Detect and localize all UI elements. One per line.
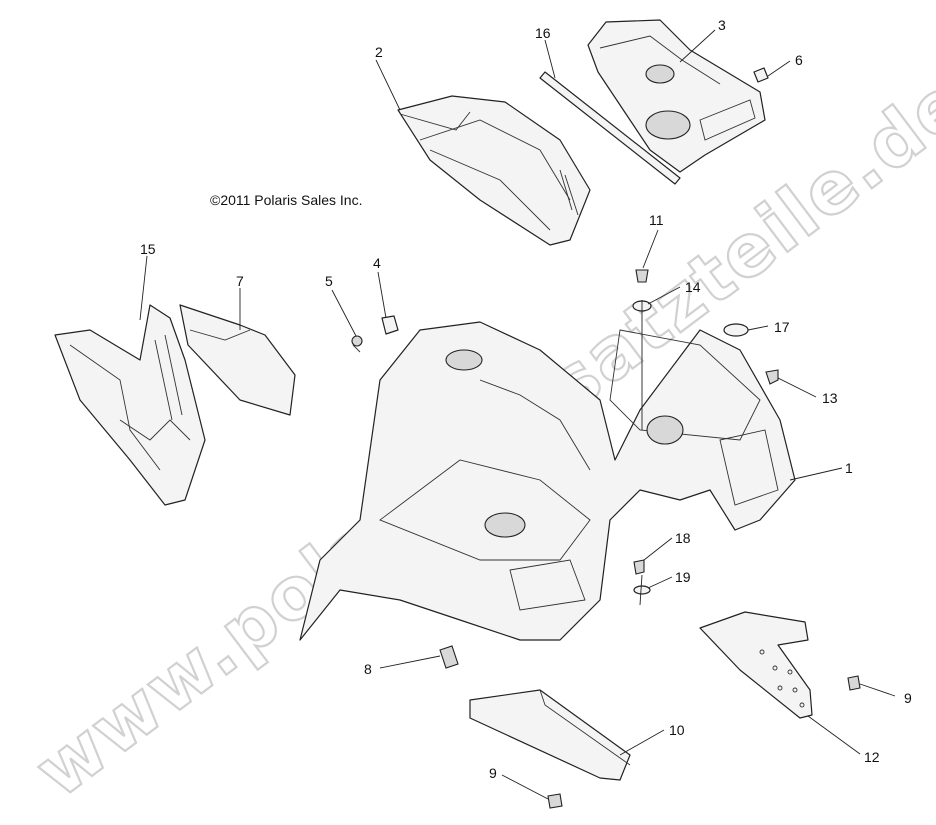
part-6-clip (753, 67, 769, 83)
callout-11: 11 (649, 212, 664, 228)
part-4-clip (381, 315, 399, 335)
callout-3: 3 (718, 17, 726, 33)
part-15-side-panel (54, 304, 206, 506)
callout-15: 15 (140, 241, 156, 257)
callout-17: 17 (774, 319, 790, 335)
callout-14: 14 (685, 279, 701, 295)
part-9-screw-bottom (547, 793, 563, 809)
part-7-insulation-sheet (179, 304, 296, 416)
copyright-text: ©2011 Polaris Sales Inc. (210, 192, 362, 208)
leader-lines (139, 29, 896, 800)
part-18-screw (633, 559, 645, 575)
callout-5: 5 (325, 273, 333, 289)
callout-13: 13 (822, 390, 838, 406)
callout-8: 8 (364, 661, 372, 677)
callout-19: 19 (675, 569, 691, 585)
part-2-rear-panel (397, 95, 591, 246)
callout-7: 7 (236, 273, 244, 289)
part-9-screw-right (847, 675, 861, 691)
part-8-screw (439, 645, 459, 669)
part-19-washer (633, 585, 651, 595)
part-5-screw (351, 335, 363, 353)
part-1-front-body (299, 321, 796, 641)
callout-10: 10 (669, 722, 685, 738)
part-3-rear-storage-panel (587, 19, 766, 173)
callout-6: 6 (795, 52, 803, 68)
part-13-rivet (765, 369, 779, 385)
callout-4: 4 (373, 255, 381, 271)
part-10-heat-shield (469, 689, 631, 781)
part-17-cap (723, 323, 749, 337)
callout-1: 1 (845, 460, 853, 476)
callout-18: 18 (675, 530, 691, 546)
callout-2: 2 (375, 44, 383, 60)
callout-12: 12 (864, 749, 880, 765)
part-16-rod (539, 71, 681, 185)
callout-16: 16 (535, 25, 551, 41)
callout-9-right: 9 (904, 690, 912, 706)
part-11-screw (635, 269, 649, 283)
callout-9-bottom: 9 (489, 765, 497, 781)
part-12-bracket-plate (699, 611, 813, 719)
